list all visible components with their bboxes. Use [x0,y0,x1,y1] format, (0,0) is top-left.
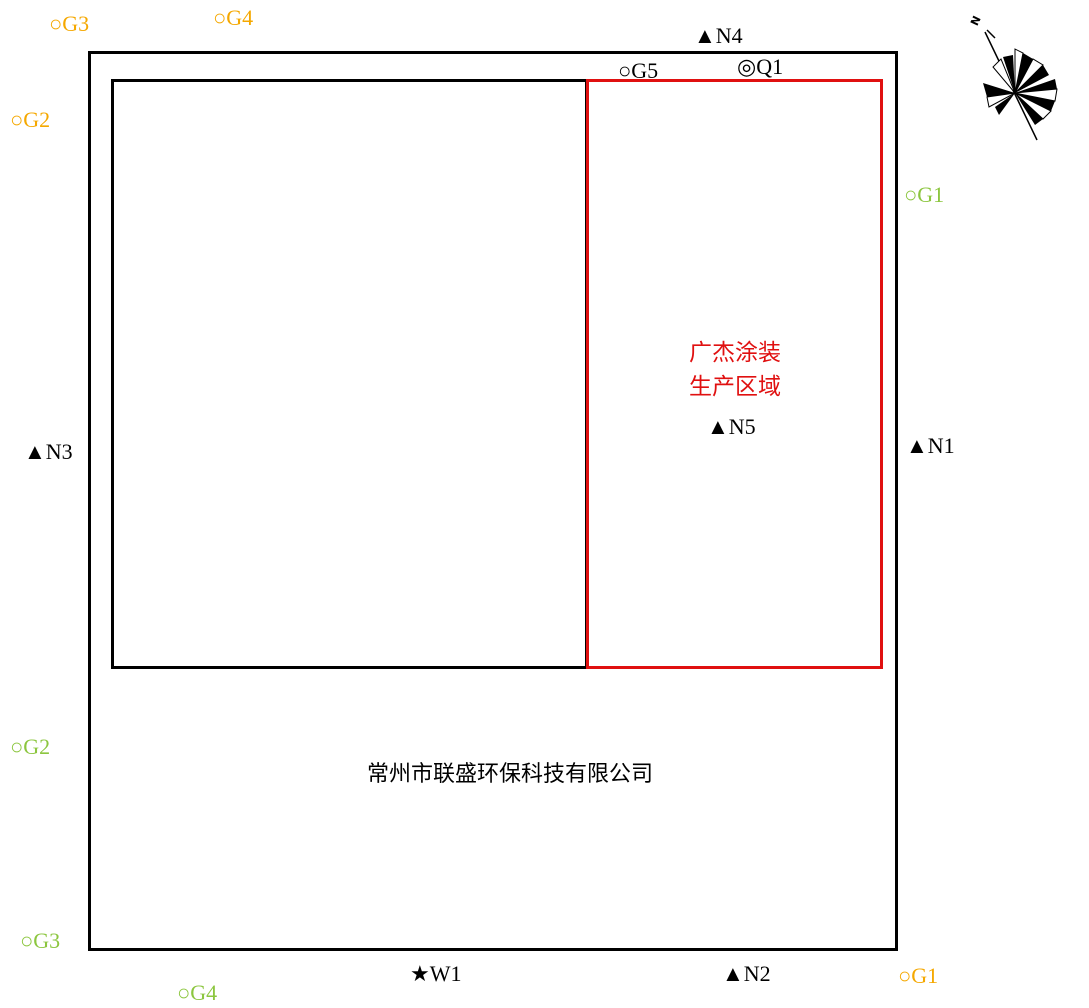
noise-point-n5: ▲N5 [707,414,756,439]
noise-point-n4: ▲N4 [694,23,743,48]
green-point-g2: ○G2 [10,734,51,759]
wastewater-point-w1: ★W1 [410,961,462,986]
orange-point-g1: ○G1 [898,963,939,988]
noise-point-n2: ▲N2 [722,961,771,986]
noise-point-n1: ▲N1 [906,433,955,458]
compass-north-label: N [968,14,984,28]
orange-point-g2: ○G2 [10,107,51,132]
noise-point-n3: ▲N3 [24,439,73,464]
water-point-q1: ◎Q1 [737,54,784,79]
orange-point-g3: ○G3 [49,11,90,36]
production-area-label-line2: 生产区域 [689,374,781,400]
building-outline [111,79,588,669]
company-name-label: 常州市联盛环保科技有限公司 [366,762,653,787]
gas-point-g5: ○G5 [618,58,659,83]
orange-point-g4: ○G4 [213,5,254,30]
green-point-g4: ○G4 [177,980,218,1005]
wind-rose-icon: N [965,10,1075,145]
wind-rose-svg: N [968,14,1058,141]
green-point-g3: ○G3 [20,928,61,953]
production-area-label-line1: 广杰涂装 [689,340,781,366]
company-boundary [88,51,898,951]
production-area-outline [586,79,883,669]
production-area-label: 广杰涂装 生产区域 [620,336,850,404]
green-point-g1: ○G1 [904,182,945,207]
